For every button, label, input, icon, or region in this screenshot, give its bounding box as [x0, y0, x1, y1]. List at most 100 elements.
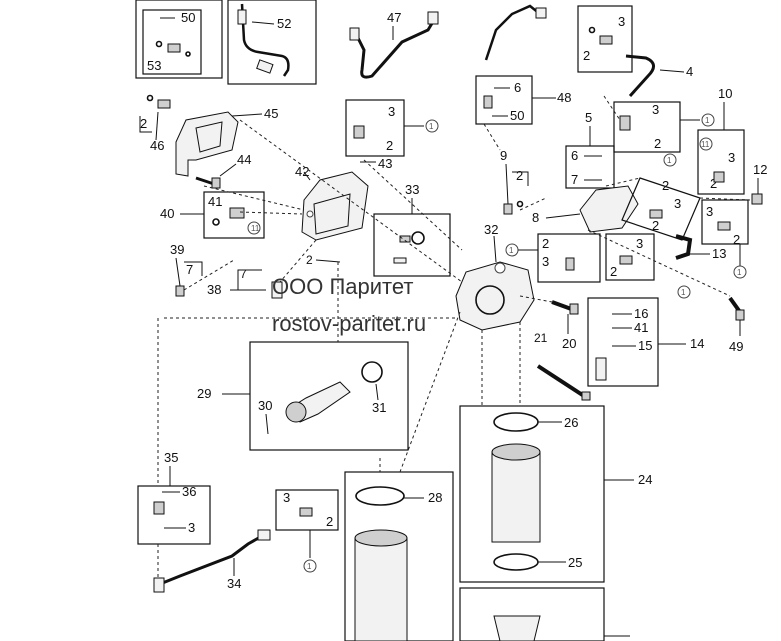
kit-3-2-top: 3 2 4	[577, 5, 693, 98]
pump-32: 32	[455, 222, 535, 331]
callout-5: 5	[585, 110, 592, 125]
callout-39: 39	[170, 242, 184, 257]
callout-3-r: 3	[652, 102, 659, 117]
callout-42: 42	[295, 164, 309, 179]
callout-53: 53	[147, 58, 161, 73]
callout-35: 35	[164, 450, 178, 465]
watermark-line2: rostov-paritet.ru	[272, 311, 426, 336]
callout-3-bot: 3	[283, 490, 290, 505]
callout-12: 12	[753, 162, 767, 177]
callout-43: 43	[378, 156, 392, 171]
kit-48: 48 6 50	[475, 4, 571, 125]
callout-8: 8	[532, 210, 539, 225]
kit-50-53: 50 53	[135, 0, 223, 79]
callout-28: 28	[428, 490, 442, 505]
callout-7-5: 7	[571, 172, 578, 187]
kit-40: 40 41 11	[160, 191, 265, 239]
callout-21: 21	[534, 331, 548, 345]
kit-10: 10 11 3 2	[697, 86, 745, 195]
kit-3-2-right: 3 2 1	[613, 101, 715, 153]
callout-45: 45	[264, 106, 278, 121]
kit-5: 5 6 7	[565, 110, 615, 189]
callout-2-b: 2	[610, 264, 617, 279]
bolt-49: 49	[728, 296, 745, 354]
kit-29: 29 31 30	[197, 341, 409, 451]
part-46: 2 46	[139, 94, 171, 153]
callout-3-c: 3	[542, 254, 549, 269]
callout-1-r: 1	[705, 116, 710, 125]
kit-3-2-b: 3 2 1	[605, 233, 691, 299]
callout-13: 13	[712, 246, 726, 261]
callout-2-10: 2	[710, 176, 717, 191]
callout-2-r: 2	[654, 136, 661, 151]
callout-25: 25	[568, 555, 582, 570]
kit-24: 24 26 25	[459, 405, 652, 583]
callout-3-rs: 3	[706, 204, 713, 219]
callout-31: 31	[372, 400, 386, 415]
watermark: ООО Паритет rostov-paritet.ru	[272, 274, 426, 336]
bolt-21: 21	[534, 331, 591, 401]
callout-33: 33	[405, 182, 419, 197]
callout-2-46: 2	[140, 116, 147, 131]
callout-1-c: 1	[509, 246, 514, 255]
callout-30: 30	[258, 398, 272, 413]
plate-45: 45	[175, 106, 278, 177]
callout-2-c: 2	[542, 236, 549, 251]
kit-14: 14 16 41 15	[587, 297, 704, 387]
callout-24: 24	[638, 472, 652, 487]
callout-2-d2: 2	[652, 218, 659, 233]
callout-9: 9	[500, 148, 507, 163]
callout-44: 44	[237, 152, 251, 167]
kit-2-3-center: 1 2 3	[505, 233, 601, 283]
part-39-38: 39 7 38 7 2	[170, 242, 341, 299]
callout-7-39: 7	[186, 262, 193, 277]
callout-1-8: 1	[667, 156, 672, 165]
callout-2-d: 2	[662, 178, 669, 193]
callout-1-bot: 1	[307, 562, 312, 571]
callout-16: 16	[634, 306, 648, 321]
callout-34: 34	[227, 576, 241, 591]
callout-2-rs: 2	[733, 232, 740, 247]
callout-15: 15	[638, 338, 652, 353]
housing-42: 42	[295, 164, 369, 241]
callout-20: 20	[562, 336, 576, 351]
callout-52: 52	[277, 16, 291, 31]
callout-1-43: 1	[429, 122, 434, 131]
dashed-guides	[157, 95, 751, 578]
elbow-13: 13	[675, 234, 726, 261]
callout-47: 47	[387, 10, 401, 25]
bolt-44: 44	[195, 152, 251, 189]
kit-3-2-bottom: 3 2 1	[275, 489, 339, 573]
callout-2-bot: 2	[326, 514, 333, 529]
callout-2-38: 2	[306, 253, 313, 267]
callout-3-10: 3	[728, 150, 735, 165]
callout-3-35: 3	[188, 520, 195, 535]
callout-41-14: 41	[634, 320, 648, 335]
callout-3-b: 3	[636, 236, 643, 251]
callout-29: 29	[197, 386, 211, 401]
callout-11-10: 11	[701, 140, 710, 149]
callout-6: 6	[514, 80, 521, 95]
kit-43: 1 3 2 43	[345, 99, 439, 171]
callout-32: 32	[484, 222, 498, 237]
kit-33: 33	[373, 182, 451, 277]
callout-11-40: 11	[251, 224, 260, 233]
callout-14: 14	[690, 336, 704, 351]
callout-6-5: 6	[571, 148, 578, 163]
callout-48: 48	[557, 90, 571, 105]
callout-10: 10	[718, 86, 732, 101]
callout-4: 4	[686, 64, 693, 79]
pipe-47: 47	[349, 10, 439, 79]
callout-38: 38	[207, 282, 221, 297]
callout-1-b: 1	[681, 288, 686, 297]
callout-49: 49	[729, 339, 743, 354]
kit-52: 52	[227, 0, 317, 85]
kit-28: 28	[344, 471, 454, 641]
callout-7-38: 7	[240, 267, 247, 281]
callout-36: 36	[182, 484, 196, 499]
callout-3-43: 3	[388, 104, 395, 119]
callout-46: 46	[150, 138, 164, 153]
bolt-20: 20	[551, 300, 579, 351]
callout-50b: 50	[510, 108, 524, 123]
